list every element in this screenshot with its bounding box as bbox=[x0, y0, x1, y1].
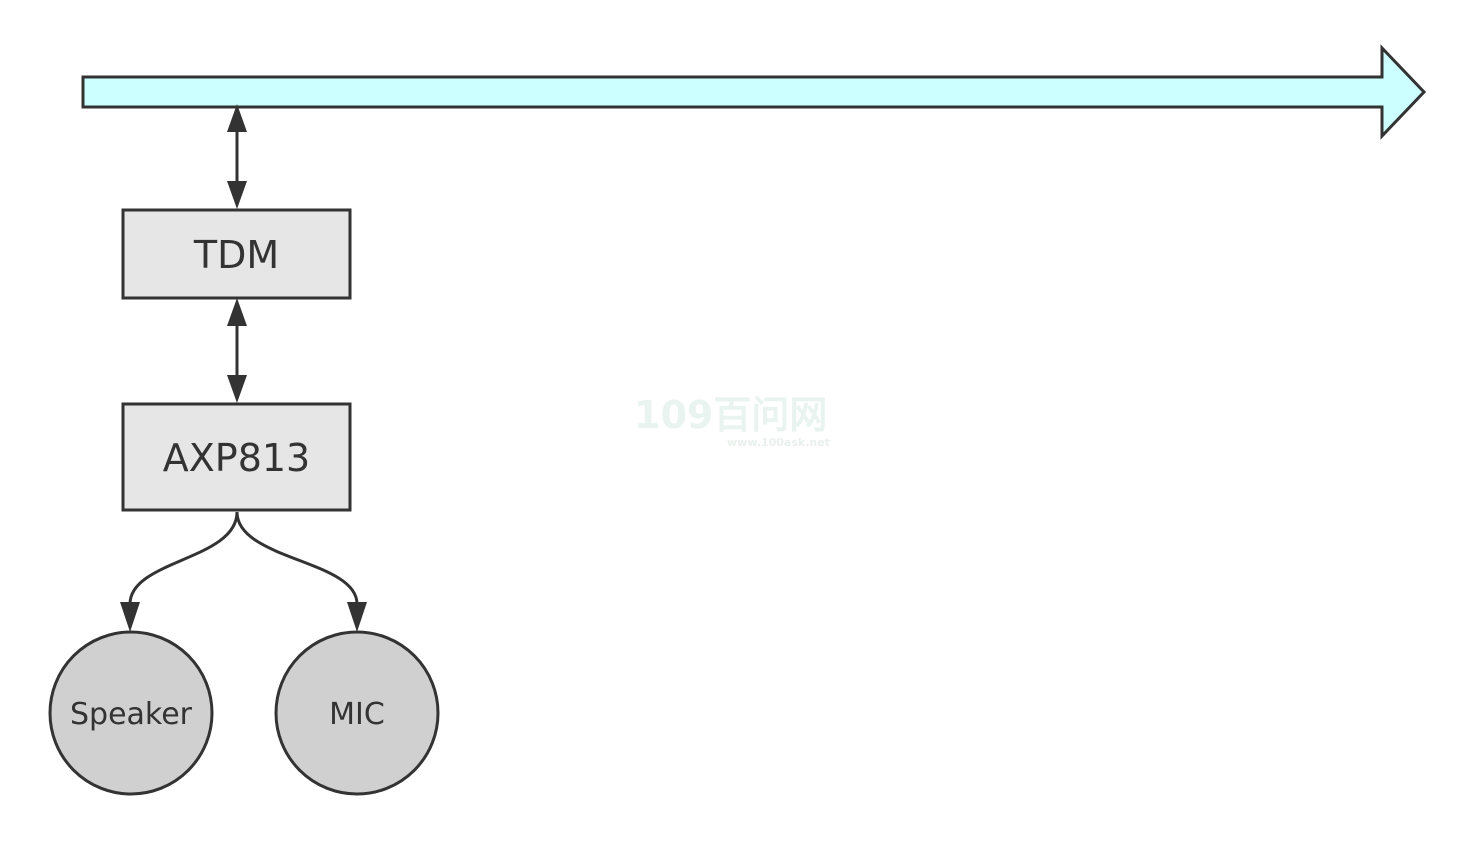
node-tdm-label: TDM bbox=[193, 233, 279, 277]
node-tdm: TDM bbox=[121, 208, 352, 300]
connector-axp813-speaker bbox=[120, 511, 239, 632]
node-axp813: AXP813 bbox=[121, 402, 352, 512]
node-speaker: Speaker bbox=[48, 630, 214, 796]
node-axp813-label: AXP813 bbox=[163, 436, 310, 480]
connector-tdm-axp813 bbox=[227, 298, 247, 403]
node-mic: MIC bbox=[274, 630, 440, 796]
watermark: 109百问网 www.100ask.net bbox=[634, 393, 830, 449]
node-mic-label: MIC bbox=[329, 697, 385, 732]
node-speaker-label: Speaker bbox=[70, 697, 193, 732]
connector-bus-tdm bbox=[227, 104, 247, 209]
connector-axp813-mic bbox=[235, 511, 367, 632]
bus-arrow bbox=[81, 44, 1427, 140]
watermark-url: www.100ask.net bbox=[727, 436, 830, 449]
watermark-logo: 109百问网 bbox=[634, 393, 827, 437]
